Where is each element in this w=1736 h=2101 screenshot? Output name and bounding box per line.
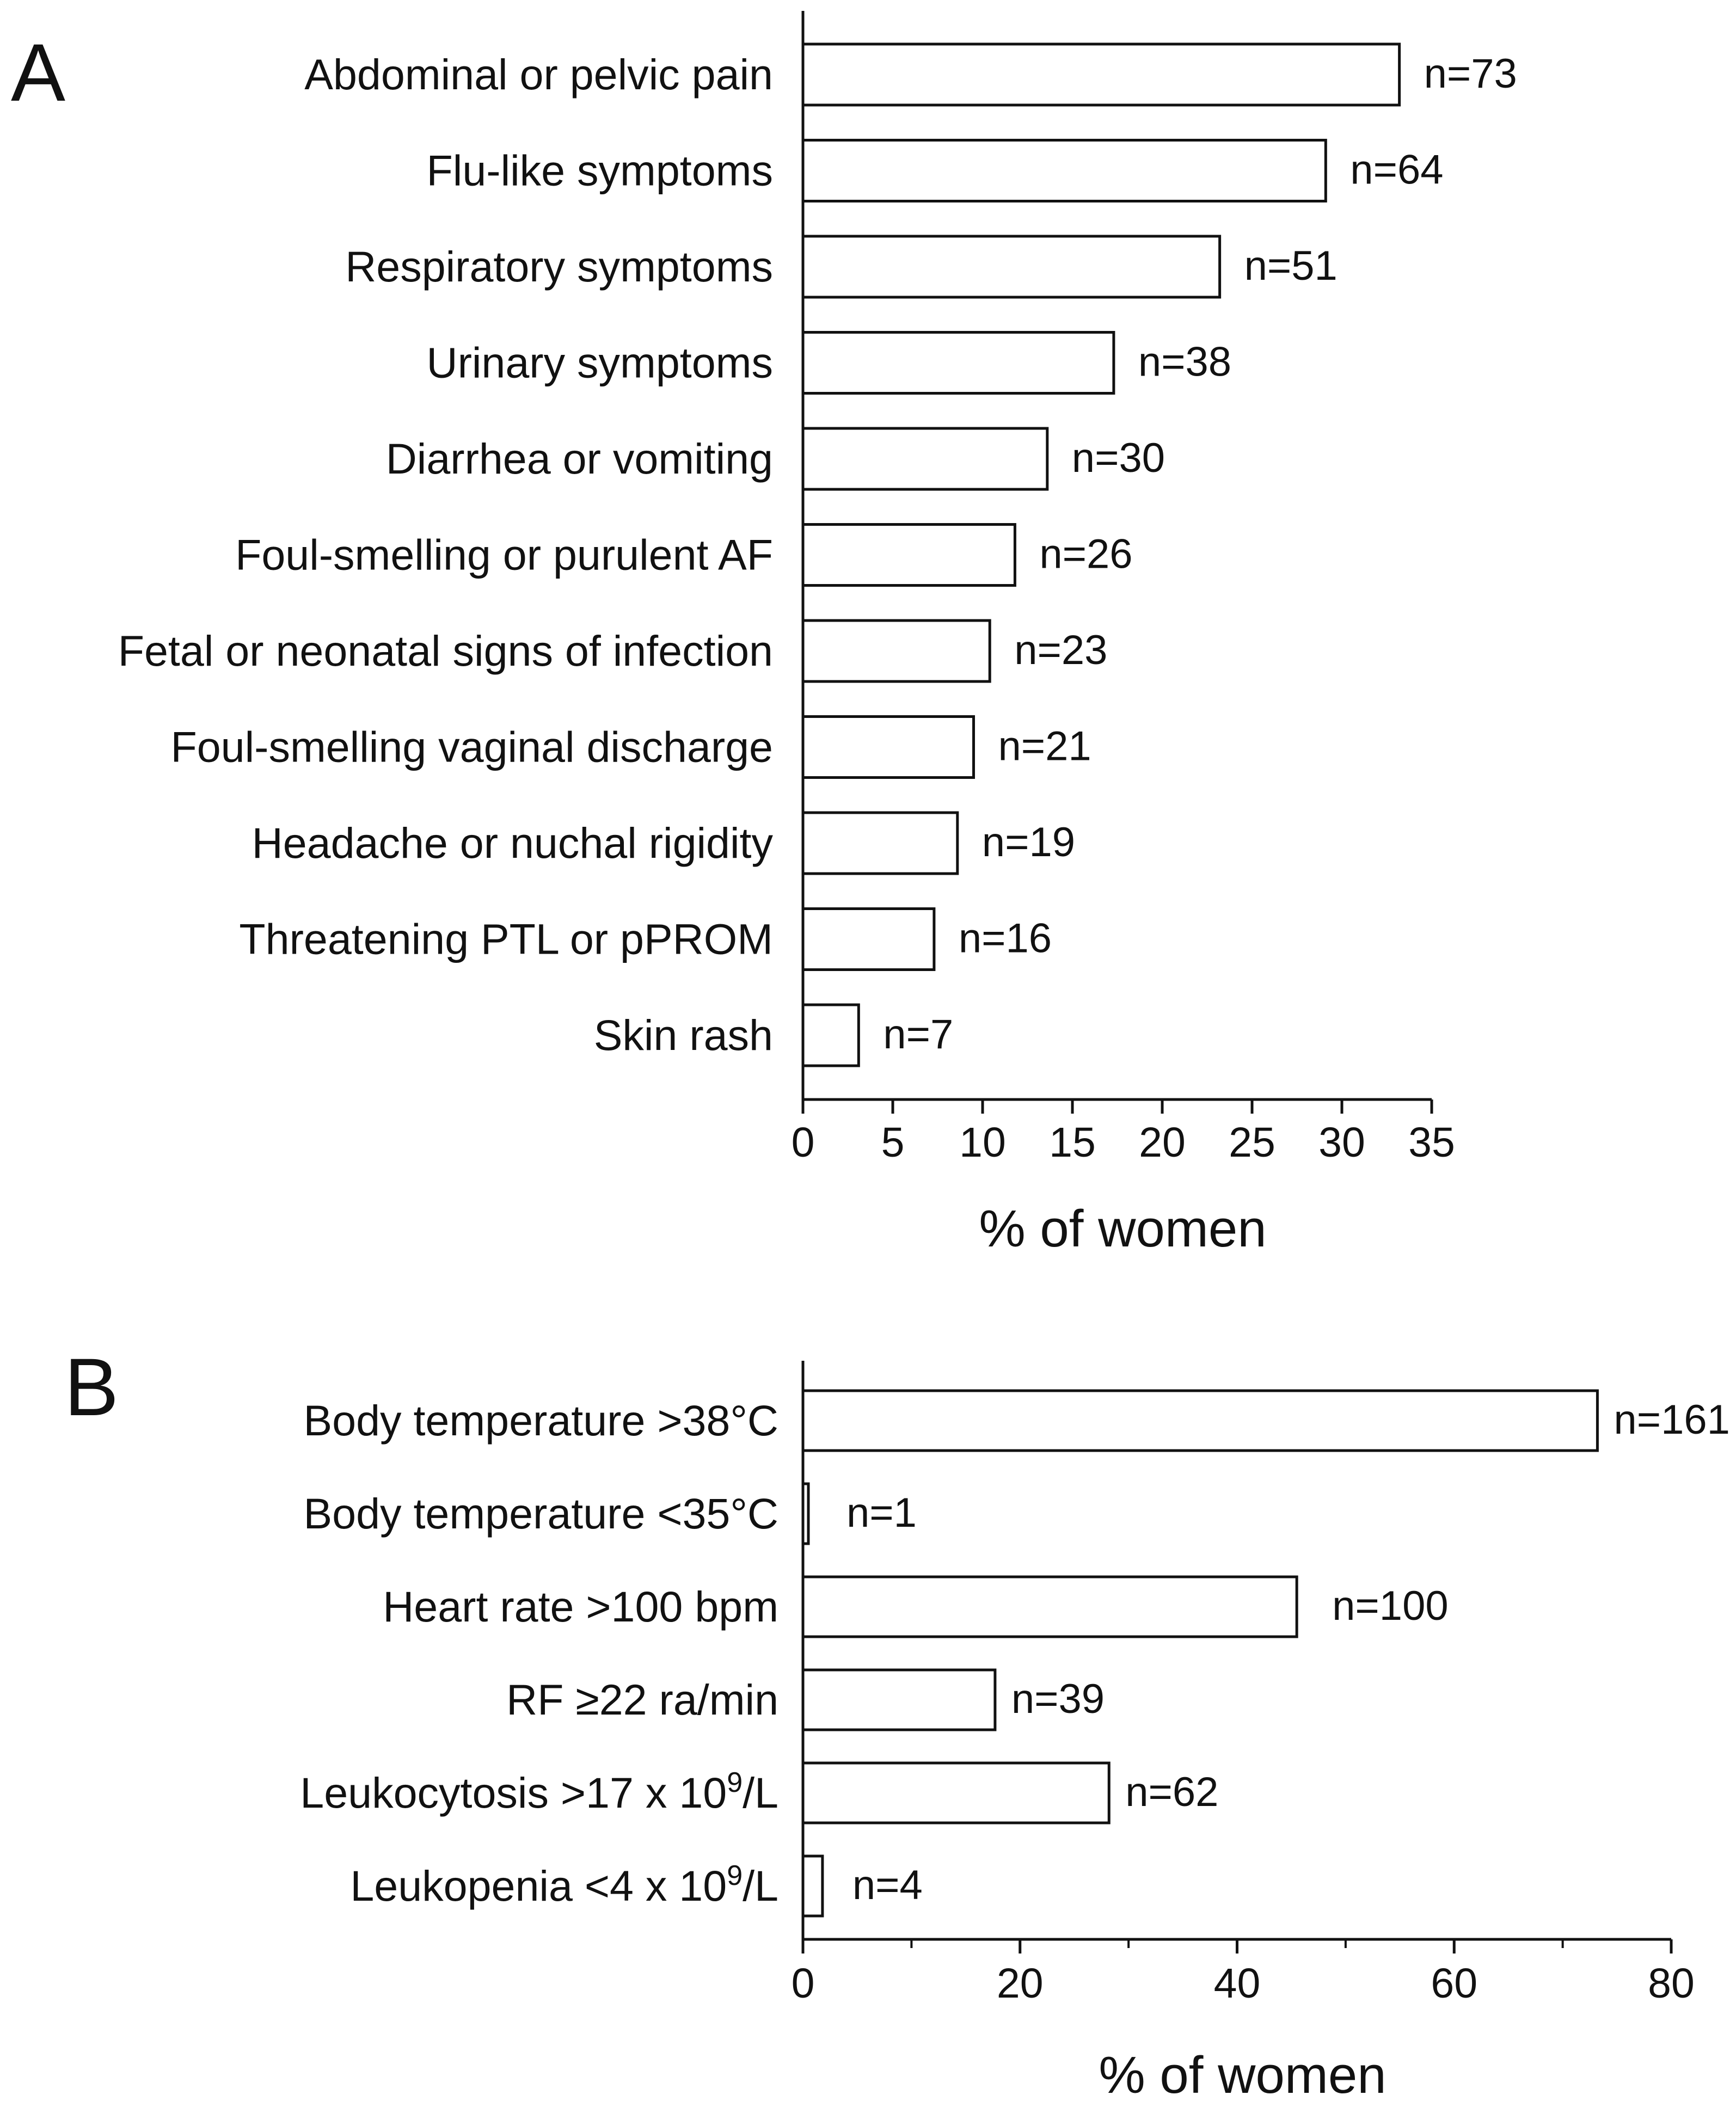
- category-label: Headache or nuchal rigidity: [252, 819, 774, 867]
- bar: [801, 907, 936, 971]
- bar: [801, 715, 975, 779]
- category-label: Abdominal or pelvic pain: [304, 50, 773, 99]
- data-label: n=73: [1424, 51, 1517, 97]
- panel-a-letter: A: [11, 27, 65, 118]
- bar: [801, 139, 1327, 202]
- x-tick-label: 20: [1139, 1119, 1186, 1166]
- x-tick-label: 60: [1431, 1960, 1477, 2007]
- category-label: Respiratory symptoms: [345, 242, 773, 291]
- bar: [801, 619, 991, 683]
- category-label: Flu-like symptoms: [427, 146, 773, 195]
- data-label: n=62: [1125, 1769, 1218, 1815]
- bar: [801, 1389, 1599, 1452]
- x-tick-label: 20: [997, 1960, 1044, 2007]
- data-label: n=16: [959, 916, 1052, 962]
- category-label: Foul-smelling vaginal discharge: [170, 723, 773, 771]
- x-tick-label: 5: [881, 1119, 905, 1166]
- bar: [801, 1575, 1298, 1638]
- x-tick-label: 30: [1318, 1119, 1365, 1166]
- bar: [801, 523, 1016, 587]
- data-label: n=161: [1614, 1397, 1729, 1443]
- bar: [801, 235, 1222, 299]
- category-label: Foul-smelling or purulent AF: [235, 531, 773, 579]
- category-label: Skin rash: [594, 1011, 773, 1059]
- x-axis-title: % of women: [979, 1200, 1266, 1258]
- data-label: n=23: [1014, 627, 1107, 673]
- data-label: n=39: [1011, 1676, 1105, 1722]
- bar: [801, 427, 1049, 491]
- bar: [801, 1003, 860, 1067]
- panel-b-chart: B 0 20 40 60 80 % of women Body temperature >3…: [64, 1341, 1730, 2101]
- data-label: n=19: [982, 819, 1075, 865]
- x-tick-label: 0: [792, 1960, 815, 2007]
- category-label: Threatening PTL or pPROM: [239, 915, 773, 963]
- x-tick-label: 80: [1648, 1960, 1695, 2007]
- data-label: n=51: [1244, 243, 1338, 289]
- x-tick-label: 10: [959, 1119, 1006, 1166]
- bar: [801, 42, 1401, 107]
- data-label: n=26: [1039, 531, 1132, 578]
- data-label: n=38: [1138, 339, 1231, 385]
- x-tick-label: 0: [792, 1119, 815, 1166]
- x-tick-label: 40: [1214, 1960, 1261, 2007]
- bar: [801, 811, 959, 875]
- bar: [801, 1668, 997, 1731]
- x-axis-title: % of women: [1099, 2046, 1386, 2101]
- x-tick-label: 35: [1408, 1119, 1455, 1166]
- data-label: n=4: [852, 1862, 923, 1908]
- category-label: Body temperature <35°C: [303, 1489, 778, 1538]
- category-label: Body temperature >38°C: [303, 1396, 778, 1445]
- category-label: Diarrhea or vomiting: [386, 434, 773, 483]
- data-label: n=64: [1350, 147, 1443, 193]
- category-label: Heart rate >100 bpm: [383, 1582, 778, 1631]
- x-tick-label: 15: [1049, 1119, 1096, 1166]
- panel-a-chart: A 0 5 10 15 20 25 30 35 % of women Abdominal or p…: [11, 11, 1517, 1258]
- bar: [801, 1761, 1111, 1824]
- data-label: n=1: [846, 1490, 917, 1536]
- bar: [801, 331, 1115, 395]
- category-label: Leukocytosis >17 x 109/L: [300, 1767, 778, 1817]
- bar: [801, 1854, 824, 1918]
- category-label: Fetal or neonatal signs of infection: [118, 626, 773, 675]
- category-label: RF ≥22 ra/min: [506, 1675, 778, 1724]
- data-label: n=7: [883, 1011, 953, 1058]
- data-label: n=21: [998, 723, 1091, 770]
- panel-b-letter: B: [64, 1341, 119, 1433]
- data-label: n=100: [1332, 1583, 1448, 1629]
- category-label: Leukopenia <4 x 109/L: [350, 1860, 778, 1910]
- x-tick-label: 25: [1229, 1119, 1275, 1166]
- data-label: n=30: [1072, 435, 1165, 481]
- bar: [801, 1482, 810, 1545]
- category-label: Urinary symptoms: [427, 339, 773, 387]
